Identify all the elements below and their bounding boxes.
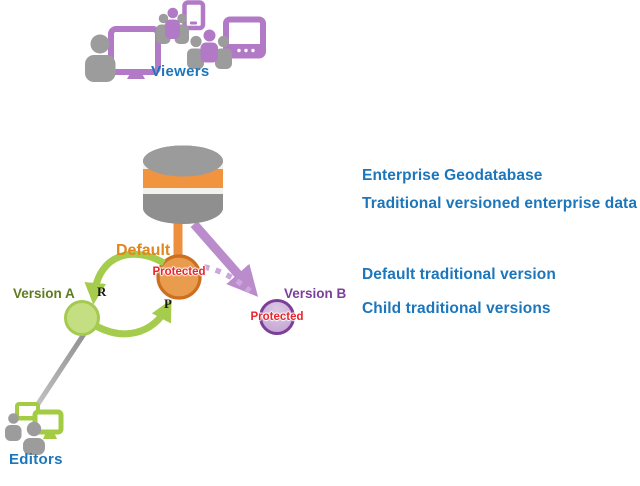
geodatabase-cylinder-icon <box>143 145 224 224</box>
tablet-icon <box>182 0 206 31</box>
people-group-icon <box>156 7 189 44</box>
person-icon <box>5 413 22 441</box>
viewers-icons <box>85 0 266 82</box>
default-to-versionb-dashed-line <box>203 264 252 294</box>
reconcile-label: R <box>97 284 107 299</box>
legend-traditional-versioned: Traditional versioned enterprise data <box>362 195 638 212</box>
legend-default-traditional-version: Default traditional version <box>362 266 556 283</box>
person-icon <box>85 34 116 82</box>
version-b-label: Version B <box>284 286 347 301</box>
geodatabase-to-versionb-arrow <box>190 221 259 297</box>
editors-icons <box>5 402 64 455</box>
reconcile-arrow <box>84 250 166 305</box>
default-protected-badge: Protected <box>152 266 206 278</box>
person-icon <box>23 421 45 455</box>
version-b-node <box>259 299 295 335</box>
editors-connector-line <box>31 328 89 413</box>
version-a-label: Version A <box>13 286 75 301</box>
editors-label: Editors <box>9 451 63 468</box>
post-label: P <box>164 296 172 311</box>
people-group-icon <box>187 29 232 69</box>
version-a-node <box>64 300 100 336</box>
legend-enterprise-geodatabase: Enterprise Geodatabase <box>362 167 543 184</box>
versionb-protected-badge: Protected <box>250 311 304 323</box>
default-version-node <box>156 254 202 300</box>
default-version-label: Default <box>116 242 171 259</box>
monitor-stand-icon <box>127 70 145 79</box>
legend-child-traditional-versions: Child traditional versions <box>362 300 551 317</box>
viewers-label: Viewers <box>151 63 210 80</box>
post-arrow <box>94 299 172 338</box>
